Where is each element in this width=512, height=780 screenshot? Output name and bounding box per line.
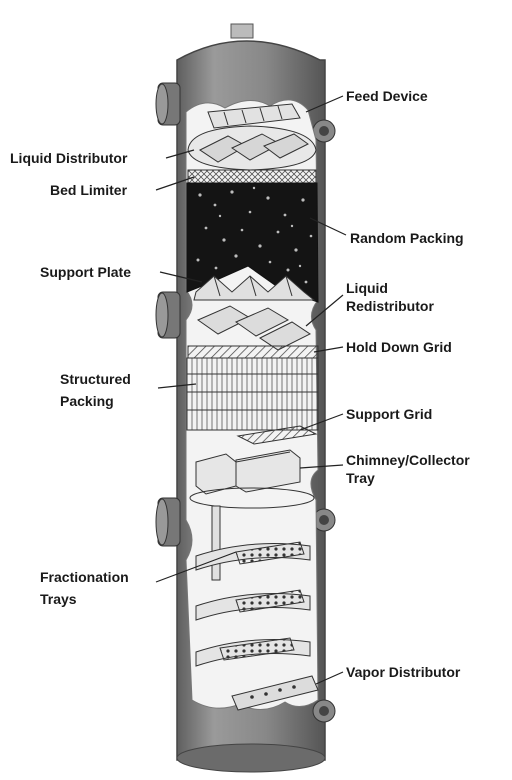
feed-device-box — [207, 103, 301, 129]
support-grid — [236, 425, 318, 445]
leader-liquid-distributor — [165, 149, 195, 159]
bed-limiter — [187, 169, 317, 184]
left-nozzle-low-flange — [155, 498, 169, 546]
leader-support-plate — [159, 271, 203, 283]
leader-feed-device — [305, 95, 344, 113]
label-chimney-collector-tray-line1: Chimney/Collector — [346, 452, 470, 468]
leader-bed-limiter — [155, 176, 195, 191]
label-hold-down-grid: Hold Down Grid — [346, 339, 452, 355]
feed-device-slot-2 — [241, 109, 247, 124]
vapor-hole-3 — [278, 688, 282, 692]
label-vapor-distributor: Vapor Distributor — [346, 664, 461, 680]
feed-device-slot-3 — [259, 107, 265, 122]
leader-structured-packing — [157, 383, 197, 389]
support-plate — [193, 275, 316, 301]
label-feed-device: Feed Device — [346, 88, 428, 104]
leader-liquid-redistributor — [305, 294, 344, 327]
leader-hold-down-grid — [313, 346, 344, 353]
right-nozzle-low-bore — [319, 515, 329, 525]
leader-chimney-collector — [299, 464, 344, 469]
label-fractionation-trays-line2: Trays — [40, 591, 77, 607]
leader-lines — [155, 95, 347, 685]
label-structured-packing-line1: Structured — [60, 371, 131, 387]
top-nozzle — [230, 23, 254, 39]
collector-plate — [189, 487, 315, 509]
liquid-distributor — [187, 125, 317, 171]
leader-fractionation-trays — [155, 551, 237, 583]
packing-speckles — [196, 186, 313, 284]
label-liquid-distributor: Liquid Distributor — [10, 150, 128, 166]
redistributor-trough-2 — [234, 307, 290, 337]
label-support-plate: Support Plate — [40, 264, 132, 280]
collector-edge — [235, 451, 291, 463]
chimney-collector-tray — [189, 449, 315, 509]
label-fractionation-trays-line1: Fractionation — [40, 569, 129, 585]
tray-1-holes — [235, 541, 305, 565]
label-chimney-collector-tray-line2: Tray — [346, 470, 375, 486]
support-plate-ridge-2 — [249, 275, 257, 297]
feed-device — [207, 103, 301, 129]
label-random-packing: Random Packing — [350, 230, 464, 246]
feed-device-slot-1 — [223, 111, 229, 126]
left-nozzle-top-flange — [155, 83, 169, 125]
hold-down-grid — [187, 345, 319, 359]
nozzles — [155, 82, 336, 723]
fractionation-trays — [195, 505, 311, 667]
label-structured-packing-line2: Packing — [60, 393, 114, 409]
vapor-nozzle-bore — [319, 706, 329, 716]
leader-vapor-distributor — [315, 671, 344, 685]
support-plate-ridge-3 — [285, 275, 293, 297]
tray-downcomer — [211, 505, 221, 581]
collector-box — [235, 449, 301, 493]
distributor-trough-3 — [262, 133, 309, 159]
vapor-distributor — [231, 675, 319, 711]
vapor-hole-4 — [292, 685, 296, 689]
vapor-hole-1 — [250, 695, 254, 699]
support-plate-ridge-1 — [213, 275, 221, 297]
random-packing-bed — [186, 182, 319, 303]
feed-nozzle-bore — [319, 126, 329, 136]
feed-device-slot-4 — [277, 105, 283, 120]
tray-3-holes — [219, 637, 295, 661]
vapor-hole-2 — [264, 692, 268, 696]
leader-support-grid — [299, 413, 344, 431]
left-nozzle-mid-flange — [155, 292, 169, 338]
label-support-grid: Support Grid — [346, 406, 433, 422]
label-bed-limiter: Bed Limiter — [50, 182, 128, 198]
label-liquid-redistributor-line1: Liquid — [346, 280, 388, 296]
bottom-head — [176, 743, 326, 773]
tray-2-holes — [235, 589, 305, 613]
label-liquid-redistributor-line2: Redistributor — [346, 298, 434, 314]
structured-packing — [186, 357, 319, 431]
leader-random-packing — [309, 217, 347, 236]
